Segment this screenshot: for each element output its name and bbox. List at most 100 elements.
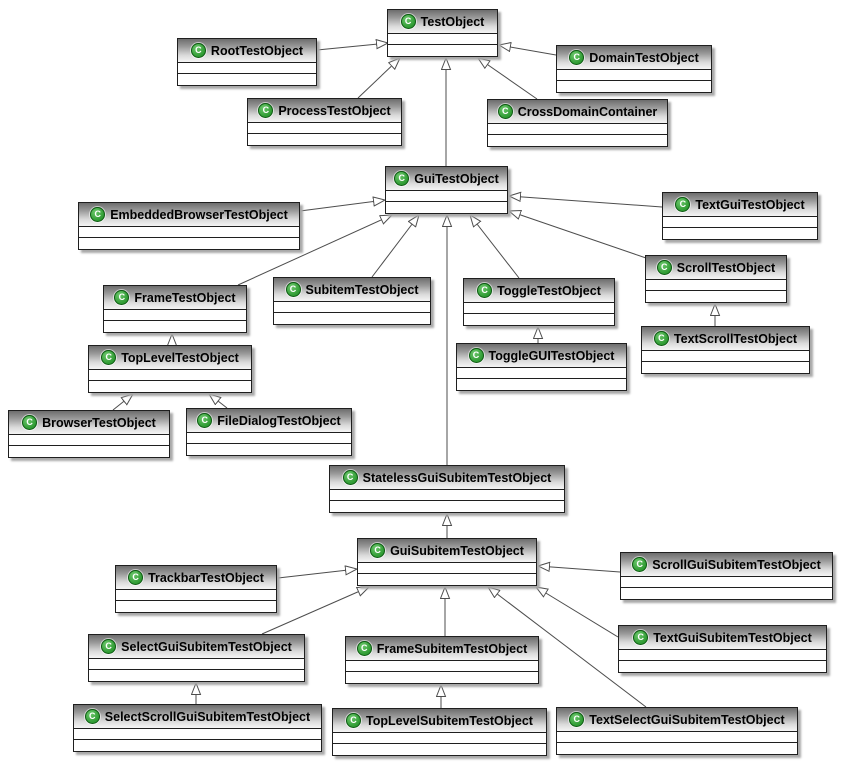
generalization-edge-SelectGuiSubitemTestObject-to-GuiSubitemTestObject	[261, 587, 369, 635]
attributes-compartment	[642, 351, 809, 362]
operations-compartment	[663, 228, 817, 239]
class-name-label: RootTestObject	[210, 43, 304, 58]
class-icon: C	[675, 197, 691, 212]
class-name-label: ToggleGUITestObject	[488, 348, 615, 363]
class-name-label: TestObject	[420, 14, 485, 29]
generalization-edge-ProcessTestObject-to-TestObject	[357, 58, 400, 99]
class-icon: C	[190, 43, 206, 58]
generalization-edge-BrowserTestObject-to-TopLevelTestObject	[112, 394, 133, 411]
class-header: C RootTestObject	[178, 39, 316, 63]
class-name-label: ToggleTestObject	[497, 283, 601, 298]
class-icon: C	[569, 712, 585, 727]
class-icon: C	[258, 103, 274, 118]
operations-compartment	[330, 501, 564, 512]
operations-compartment	[646, 291, 786, 302]
operations-compartment	[488, 135, 667, 146]
class-name-label: GuiTestObject	[414, 171, 499, 186]
class-icon: C	[114, 290, 130, 305]
class-name-label: EmbeddedBrowserTestObject	[110, 207, 288, 222]
class-header: C SubitemTestObject	[274, 278, 430, 302]
attributes-compartment	[74, 729, 321, 740]
class-name-label: FrameTestObject	[134, 290, 236, 305]
class-icon: C	[497, 104, 513, 119]
operations-compartment	[557, 81, 711, 92]
class-header: C CrossDomainContainer	[488, 100, 667, 124]
class-name-label: TextGuiSubitemTestObject	[653, 630, 812, 645]
operations-compartment	[642, 362, 809, 373]
attributes-compartment	[621, 577, 832, 588]
class-node-RootTestObject[interactable]: C RootTestObject	[177, 38, 317, 86]
class-name-label: DomainTestObject	[589, 50, 699, 65]
operations-compartment	[621, 588, 832, 599]
class-node-FrameTestObject[interactable]: C FrameTestObject	[103, 285, 247, 333]
class-name-label: CrossDomainContainer	[517, 104, 658, 119]
class-node-StatelessGuiSubitemTestObject[interactable]: C StatelessGuiSubitemTestObject	[329, 465, 565, 513]
class-header: C StatelessGuiSubitemTestObject	[330, 466, 564, 490]
attributes-compartment	[178, 63, 316, 74]
generalization-edge-TextGuiSubitemTestObject-to-GuiSubitemTestObject	[536, 587, 619, 638]
class-name-label: TextScrollTestObject	[673, 331, 798, 346]
operations-compartment	[358, 574, 536, 585]
class-name-label: SubitemTestObject	[305, 282, 419, 297]
operations-compartment	[464, 314, 614, 325]
attributes-compartment	[557, 70, 711, 81]
class-node-SubitemTestObject[interactable]: C SubitemTestObject	[273, 277, 431, 325]
attributes-compartment	[89, 370, 251, 381]
class-icon: C	[285, 282, 301, 297]
attributes-compartment	[488, 124, 667, 135]
operations-compartment	[457, 379, 626, 390]
operations-compartment	[104, 321, 246, 332]
class-name-label: TopLevelTestObject	[121, 350, 239, 365]
generalization-edge-TrackbarTestObject-to-GuiSubitemTestObject	[277, 569, 357, 579]
class-icon: C	[342, 470, 358, 485]
class-name-label: StatelessGuiSubitemTestObject	[362, 470, 552, 485]
class-icon: C	[346, 713, 362, 728]
class-icon: C	[356, 641, 372, 656]
operations-compartment	[74, 740, 321, 751]
generalization-edge-ToggleTestObject-to-GuiTestObject	[470, 215, 520, 279]
class-header: C FrameTestObject	[104, 286, 246, 310]
attributes-compartment	[104, 310, 246, 321]
class-node-TextSelectGuiSubitemTestObject[interactable]: C TextSelectGuiSubitemTestObject	[556, 707, 798, 755]
generalization-edge-EmbeddedBrowserTestObject-to-GuiTestObject	[299, 200, 385, 212]
operations-compartment	[178, 74, 316, 85]
class-node-CrossDomainContainer[interactable]: C CrossDomainContainer	[487, 99, 668, 147]
class-name-label: TextSelectGuiSubitemTestObject	[589, 712, 785, 727]
